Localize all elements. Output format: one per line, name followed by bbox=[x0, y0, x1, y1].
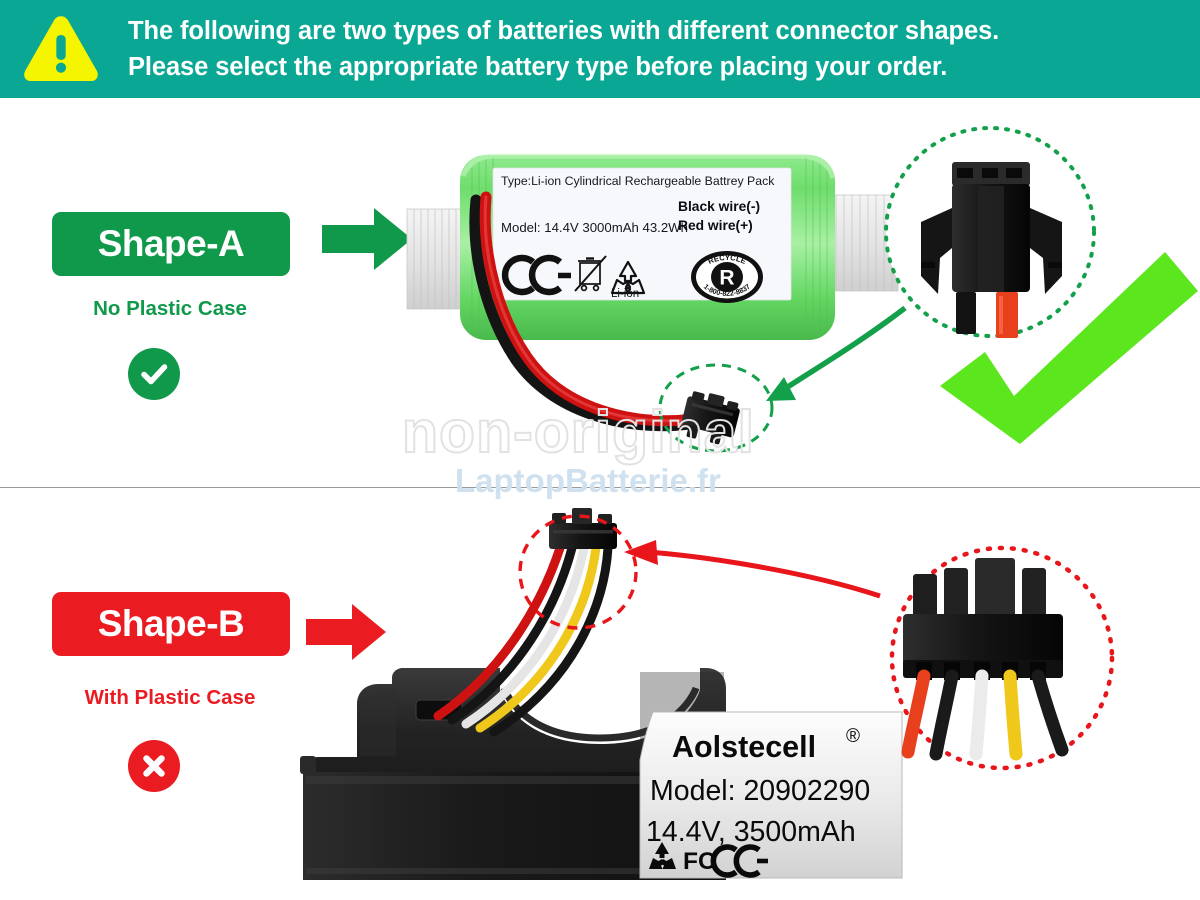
shape-a-wire-pair bbox=[469, 191, 700, 432]
fcc-mark: FC bbox=[683, 848, 716, 875]
shape-b-badge: Shape-B bbox=[52, 592, 290, 656]
green-battery-pack-body bbox=[460, 153, 836, 340]
weee-bin-icon bbox=[574, 255, 607, 292]
shape-b-wire-harness bbox=[433, 543, 613, 737]
ce-mark-icon bbox=[501, 254, 571, 296]
shape-b-callout-leader-arrow bbox=[624, 540, 881, 599]
label-model-line: Model: 14.4V 3000mAh 43.2Wh bbox=[501, 220, 688, 235]
shape-a-connector-enlarged bbox=[921, 162, 1062, 338]
shape-a-badge: Shape-A bbox=[52, 212, 290, 276]
shape-a-callout-leader-arrow bbox=[766, 305, 907, 401]
recycle-arrows-icon bbox=[610, 260, 646, 295]
shape-a-magnifier-circle bbox=[884, 126, 1096, 338]
shape-a-caption: No Plastic Case bbox=[93, 297, 247, 320]
shape-b-battery-label: Aolstecell ® Model: 20902290 14.4V, 3500… bbox=[639, 711, 903, 879]
label-type-line: Type:Li-ion Cylindrical Rechargeable Bat… bbox=[501, 174, 775, 188]
shape-b-connector-enlarged bbox=[901, 558, 1069, 761]
shrink-wrap-tab-right bbox=[819, 194, 899, 292]
label-red-wire-note: Red wire(+) bbox=[678, 218, 753, 233]
shape-b-caption: With Plastic Case bbox=[84, 686, 256, 709]
warning-triangle-icon bbox=[24, 16, 98, 81]
rbrc-recycle-seal-icon: R RECYCLE 1-800-822-8837 bbox=[691, 251, 763, 303]
shape-b-magnifier-circle bbox=[889, 545, 1115, 771]
banner-line-2: Please select the appropriate battery ty… bbox=[128, 53, 948, 81]
shape-b-ce-mark-icon bbox=[710, 844, 768, 878]
watermark-primary: non-original bbox=[401, 398, 755, 466]
shape-a-inline-connector bbox=[681, 391, 740, 445]
shape-a-battery-illustration: Type:Li-ion Cylindrical Rechargeable Bat… bbox=[406, 126, 1198, 453]
li-ion-caption: Li-ion bbox=[611, 288, 639, 300]
shrink-wrap-tab-left bbox=[406, 208, 480, 310]
shape-b-right-arrow-icon bbox=[306, 604, 386, 660]
shape-b-inline-connector bbox=[549, 508, 617, 549]
svg-text:R: R bbox=[719, 267, 734, 290]
warning-banner: The following are two types of batteries… bbox=[0, 0, 1200, 98]
label-brand: Aolstecell bbox=[672, 730, 816, 764]
label-black-wire-note: Black wire(-) bbox=[678, 199, 760, 214]
shape-b-small-callout-ellipse bbox=[518, 514, 638, 630]
shape-a-small-callout-ellipse bbox=[658, 363, 774, 453]
watermark-secondary: LaptopBatterie.fr bbox=[455, 462, 721, 499]
shape-a-check-circle-icon bbox=[128, 348, 180, 400]
shape-a-verdict-checkmark-icon bbox=[940, 252, 1198, 444]
svg-text:RECYCLE: RECYCLE bbox=[707, 253, 748, 266]
shape-a-battery-label: Type:Li-ion Cylindrical Rechargeable Bat… bbox=[492, 167, 792, 303]
enlarged-pin-slots bbox=[916, 662, 1046, 680]
label-model: Model: 20902290 bbox=[650, 775, 870, 807]
label-rating: 14.4V, 3500mAh bbox=[646, 816, 856, 848]
label-brand-registered-mark: ® bbox=[846, 726, 860, 747]
shape-b-battery-illustration: Aolstecell ® Model: 20902290 14.4V, 3500… bbox=[300, 508, 1115, 880]
black-plastic-case-body bbox=[300, 668, 726, 880]
shape-a-right-arrow-icon bbox=[322, 208, 412, 270]
section-divider bbox=[0, 487, 1200, 488]
shape-b-recycle-icon bbox=[649, 842, 676, 869]
shape-b-cross-circle-icon bbox=[128, 740, 180, 792]
banner-text-block: The following are two types of batteries… bbox=[110, 13, 999, 85]
svg-text:1-800-822-8837: 1-800-822-8837 bbox=[702, 282, 752, 298]
banner-line-1: The following are two types of batteries… bbox=[128, 16, 1000, 45]
